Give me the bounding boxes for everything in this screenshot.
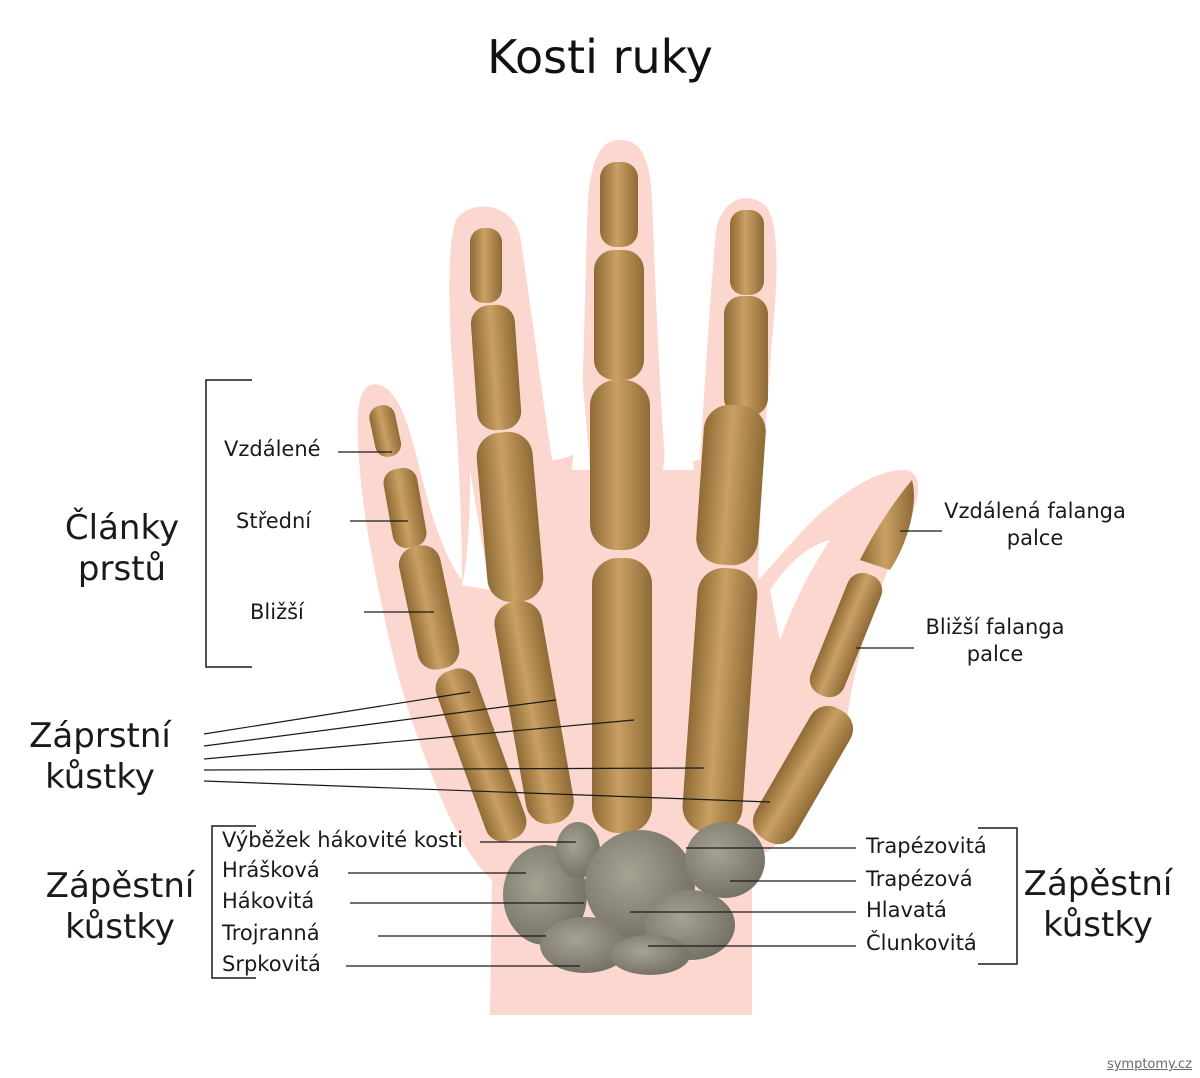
carpal-label-pisiform: Hrášková <box>222 858 320 882</box>
leader-metacarpal-2 <box>203 699 557 747</box>
middle-finger-bones <box>590 162 652 833</box>
thumb-distal-label-line2: palce <box>1006 526 1064 551</box>
thumb-bones <box>752 480 914 845</box>
watermark[interactable]: symptomy.cz <box>1106 1057 1192 1072</box>
carpal-label-trapezoid: Trapézovitá <box>866 834 987 858</box>
leader-metacarpal-4 <box>203 767 705 771</box>
carpal-label-scaphoid: Člunkovitá <box>866 931 977 955</box>
thumb-distal-label: Vzdálená falanga palce <box>930 498 1140 553</box>
finger-gap-4 <box>770 540 830 640</box>
finger-gap-3 <box>663 350 694 470</box>
thumb-proximal-label-line2: palce <box>966 642 1024 667</box>
distal-phalanx-label: Vzdálené <box>224 437 321 461</box>
diagram-title: Kosti ruky <box>487 30 713 84</box>
carpal-label-capitate: Hlavatá <box>866 898 947 922</box>
ring-finger-bones <box>470 228 574 824</box>
leader-metacarpal-5 <box>203 780 771 803</box>
finger-gap-2 <box>572 350 590 470</box>
carpal-left-bracket <box>211 825 256 979</box>
proximal-phalanx-label: Bližší <box>250 600 304 624</box>
thumb-proximal-label: Bližší falanga palce <box>900 614 1090 669</box>
finger-gap-1 <box>462 470 490 590</box>
carpal-label-lunate: Srpkovitá <box>222 952 321 976</box>
thumb-distal-label-line1: Vzdálená falanga <box>944 499 1126 523</box>
carpal-label-hamate-hook: Výběžek hákovité kosti <box>222 828 464 852</box>
thumb-proximal-label-line1: Bližší falanga <box>925 615 1065 639</box>
carpal-label-triquetrum: Trojranná <box>222 921 320 945</box>
leader-metacarpal-3 <box>203 719 635 760</box>
carpal-right-bracket <box>978 827 1018 965</box>
phalanges-bracket <box>205 379 252 668</box>
middle-phalanx-label: Střední <box>236 509 312 533</box>
little-finger-bones <box>369 405 527 842</box>
carpal-label-trapezium: Trapézová <box>866 867 973 891</box>
index-finger-bones <box>682 210 768 834</box>
carpal-label-hamate: Hákovitá <box>222 889 315 913</box>
leader-metacarpal-1 <box>203 691 471 735</box>
